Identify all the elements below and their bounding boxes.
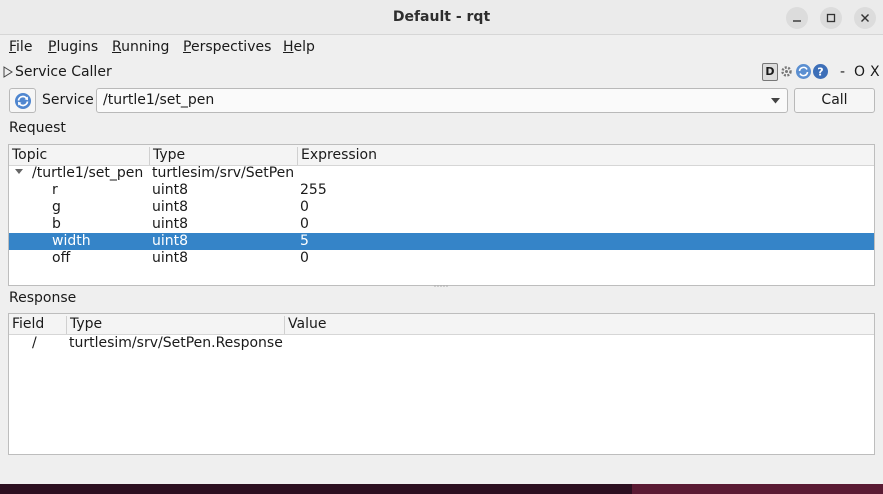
request-tree-header: Topic Type Expression	[9, 145, 874, 166]
window-title: Default - rqt	[392, 9, 491, 25]
request-root-row[interactable]: /turtle1/set_pen turtlesim/srv/SetPen	[9, 165, 874, 182]
request-label: Request	[9, 120, 66, 136]
dock-icon[interactable]: D	[762, 63, 778, 81]
menu-help[interactable]: Help	[283, 39, 315, 55]
svg-text:?: ?	[817, 66, 823, 79]
request-field-expression[interactable]: 255	[300, 182, 327, 198]
menu-perspectives[interactable]: Perspectives	[183, 39, 271, 55]
plugin-close-button[interactable]: X	[870, 64, 880, 80]
chevron-down-icon	[771, 98, 780, 104]
request-tree[interactable]: Topic Type Expression /turtle1/set_pen t…	[8, 144, 875, 286]
request-root-topic: /turtle1/set_pen	[32, 165, 144, 181]
menu-plugins[interactable]: Plugins	[48, 39, 98, 55]
request-root-type: turtlesim/srv/SetPen	[152, 165, 295, 181]
request-field-topic: width	[52, 233, 91, 249]
menu-file[interactable]: File	[9, 39, 32, 55]
response-column-value[interactable]: Value	[284, 316, 874, 334]
title-bar: Default - rqt	[0, 0, 883, 35]
request-field-topic: g	[52, 199, 61, 215]
request-field-expression[interactable]: 0	[300, 216, 309, 232]
refresh-services-button[interactable]	[9, 88, 36, 113]
close-window-button[interactable]	[854, 7, 876, 29]
request-field-expression[interactable]: 0	[300, 250, 309, 266]
service-select-value: /turtle1/set_pen	[103, 92, 215, 108]
menu-running-mnemonic: R	[112, 39, 122, 55]
maximize-icon	[826, 13, 836, 23]
request-column-topic[interactable]: Topic	[12, 147, 48, 163]
reload-icon[interactable]	[795, 63, 812, 80]
request-row-b[interactable]: b uint8 0	[9, 216, 874, 233]
request-row-width[interactable]: width uint8 5	[9, 233, 874, 250]
plugin-title: Service Caller	[15, 64, 112, 80]
request-column-expression[interactable]: Expression	[297, 147, 874, 165]
menu-plugins-label: lugins	[56, 39, 99, 55]
menu-help-label: elp	[293, 39, 315, 55]
request-row-g[interactable]: g uint8 0	[9, 199, 874, 216]
menu-file-label: ile	[16, 39, 33, 55]
plugin-minimize-button[interactable]: -	[840, 64, 846, 80]
response-field: /	[32, 335, 37, 351]
request-field-type: uint8	[152, 233, 189, 249]
request-column-type[interactable]: Type	[149, 147, 297, 165]
desktop-background	[0, 484, 883, 494]
desktop-background-segment	[632, 484, 883, 494]
response-label: Response	[9, 290, 77, 306]
plugin-float-button[interactable]: O	[854, 64, 866, 80]
menu-plugins-mnemonic: P	[48, 39, 57, 55]
service-label: Service	[42, 92, 94, 108]
request-field-topic: off	[52, 250, 71, 266]
request-field-type: uint8	[152, 216, 189, 232]
menu-perspectives-label: erspectives	[190, 39, 272, 55]
menu-running-label: unning	[121, 39, 170, 55]
expanded-arrow-icon[interactable]	[15, 169, 23, 175]
request-field-type: uint8	[152, 199, 189, 215]
menu-perspectives-mnemonic: P	[183, 39, 191, 55]
maximize-window-button[interactable]	[820, 7, 842, 29]
request-field-type: uint8	[152, 250, 189, 266]
menu-bar: File Plugins Running Perspectives Help	[0, 35, 883, 59]
collapse-triangle-icon[interactable]	[3, 66, 13, 78]
request-field-type: uint8	[152, 182, 189, 198]
close-icon	[861, 14, 869, 22]
request-row-off[interactable]: off uint8 0	[9, 250, 874, 267]
gear-icon[interactable]	[779, 64, 794, 79]
response-row[interactable]: / turtlesim/srv/SetPen.Response	[9, 335, 874, 352]
request-field-topic: b	[52, 216, 61, 232]
request-field-expression[interactable]: 5	[300, 233, 309, 249]
minimize-icon	[793, 20, 801, 22]
help-icon[interactable]: ?	[812, 63, 829, 80]
plugin-header: Service Caller D ? - O X	[0, 60, 883, 84]
response-column-field[interactable]: Field	[12, 316, 45, 332]
response-column-type[interactable]: Type	[66, 316, 284, 334]
call-button[interactable]: Call	[794, 88, 875, 113]
response-tree[interactable]: Field Type Value / turtlesim/srv/SetPen.…	[8, 313, 875, 455]
request-row-r[interactable]: r uint8 255	[9, 182, 874, 199]
service-select[interactable]: /turtle1/set_pen	[96, 88, 788, 113]
request-field-expression[interactable]: 0	[300, 199, 309, 215]
menu-file-mnemonic: F	[9, 39, 17, 55]
menu-help-mnemonic: H	[283, 39, 294, 55]
refresh-icon	[14, 92, 31, 109]
splitter-handle[interactable]	[434, 285, 448, 287]
menu-running[interactable]: Running	[112, 39, 169, 55]
response-type: turtlesim/srv/SetPen.Response	[69, 335, 283, 351]
minimize-window-button[interactable]	[786, 7, 808, 29]
request-field-topic: r	[52, 182, 58, 198]
response-tree-header: Field Type Value	[9, 314, 874, 335]
